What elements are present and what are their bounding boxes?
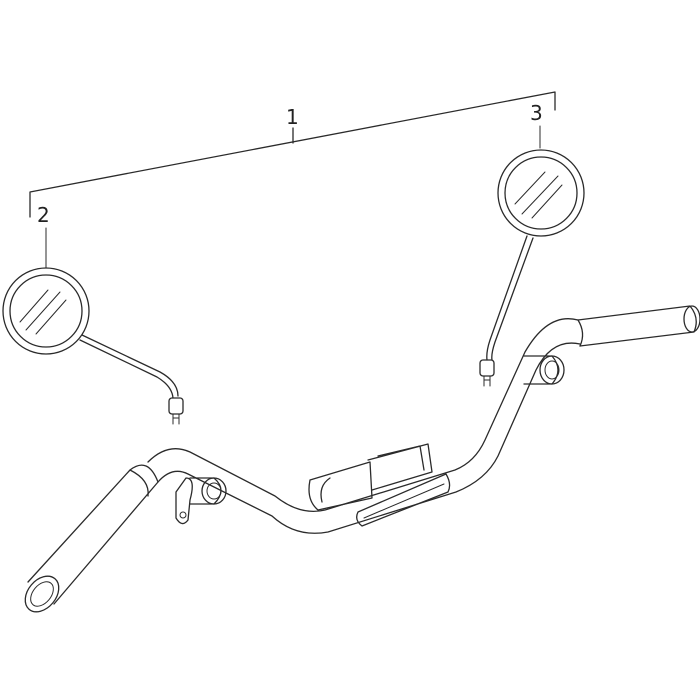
callout-2: 2 <box>37 203 50 227</box>
assembly-bracket <box>29 91 556 218</box>
handlebar <box>24 305 700 613</box>
right-mirror <box>479 149 585 387</box>
callout-1: 1 <box>286 105 299 129</box>
callout-3: 3 <box>530 101 543 125</box>
left-mirror <box>2 267 184 425</box>
